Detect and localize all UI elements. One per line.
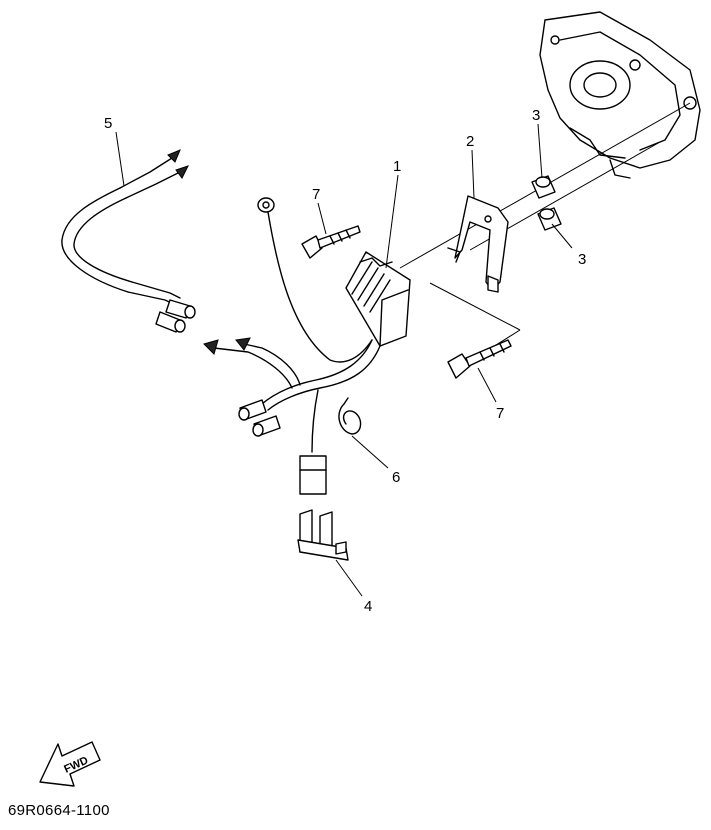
callout-6: 6 bbox=[392, 469, 400, 486]
callout-labels: 1 2 3 3 4 5 6 7 7 bbox=[104, 107, 586, 615]
callout-1: 1 bbox=[393, 158, 401, 175]
callout-2: 2 bbox=[466, 133, 474, 150]
callout-7-upper: 7 bbox=[312, 186, 320, 203]
bolt-upper bbox=[301, 225, 361, 259]
fwd-arrow-icon: FWD bbox=[39, 741, 101, 787]
callout-5: 5 bbox=[104, 115, 112, 132]
bolt-lower bbox=[447, 339, 512, 379]
callout-3-lower: 3 bbox=[578, 251, 586, 268]
callout-7-lower: 7 bbox=[496, 405, 504, 422]
collar-upper bbox=[531, 175, 556, 199]
callout-4: 4 bbox=[364, 598, 372, 615]
rectifier-regulator bbox=[345, 251, 411, 347]
connector-holder bbox=[297, 509, 349, 561]
part-code: 69R0664-1100 bbox=[8, 802, 110, 819]
bracket bbox=[447, 195, 509, 293]
rectifier-harness bbox=[203, 337, 381, 495]
clamp bbox=[338, 397, 362, 435]
engine-cover bbox=[539, 11, 701, 179]
callout-3-upper: 3 bbox=[532, 107, 540, 124]
wiring-harness bbox=[61, 149, 196, 333]
leader-lines bbox=[115, 123, 573, 597]
ground-lead bbox=[257, 197, 373, 363]
collar-lower bbox=[537, 207, 562, 231]
